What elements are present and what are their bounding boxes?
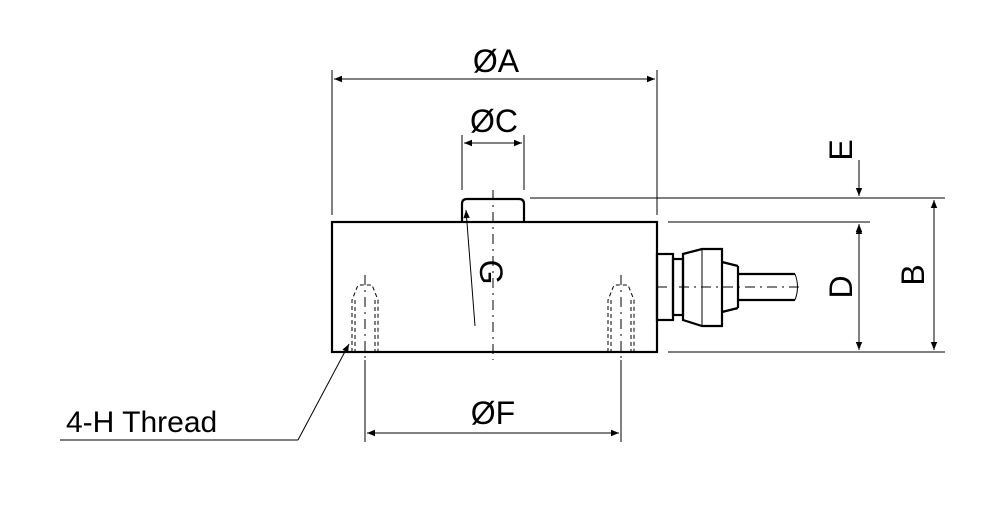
threaded-hole-left [351,275,379,360]
label-c: ØC [470,103,518,139]
label-e: E [823,139,859,160]
thread-callout: 4-H Thread [60,343,350,441]
threaded-hole-right [607,275,635,360]
label-thread: 4-H Thread [66,406,217,439]
dimension-d: D [823,226,863,350]
dimension-b: B [895,200,938,350]
cable-gland [655,247,800,328]
dimension-e: E [823,139,863,250]
sensor-body [330,220,659,354]
dimension-f: ØF [364,360,622,442]
label-a: ØA [473,43,520,79]
label-d: D [823,275,859,298]
g-leader [463,209,476,327]
label-g: G [473,260,509,285]
dimension-a: ØA [331,43,658,215]
dimension-c: ØC [461,103,525,190]
label-f: ØF [471,395,515,431]
label-b: B [895,264,931,285]
